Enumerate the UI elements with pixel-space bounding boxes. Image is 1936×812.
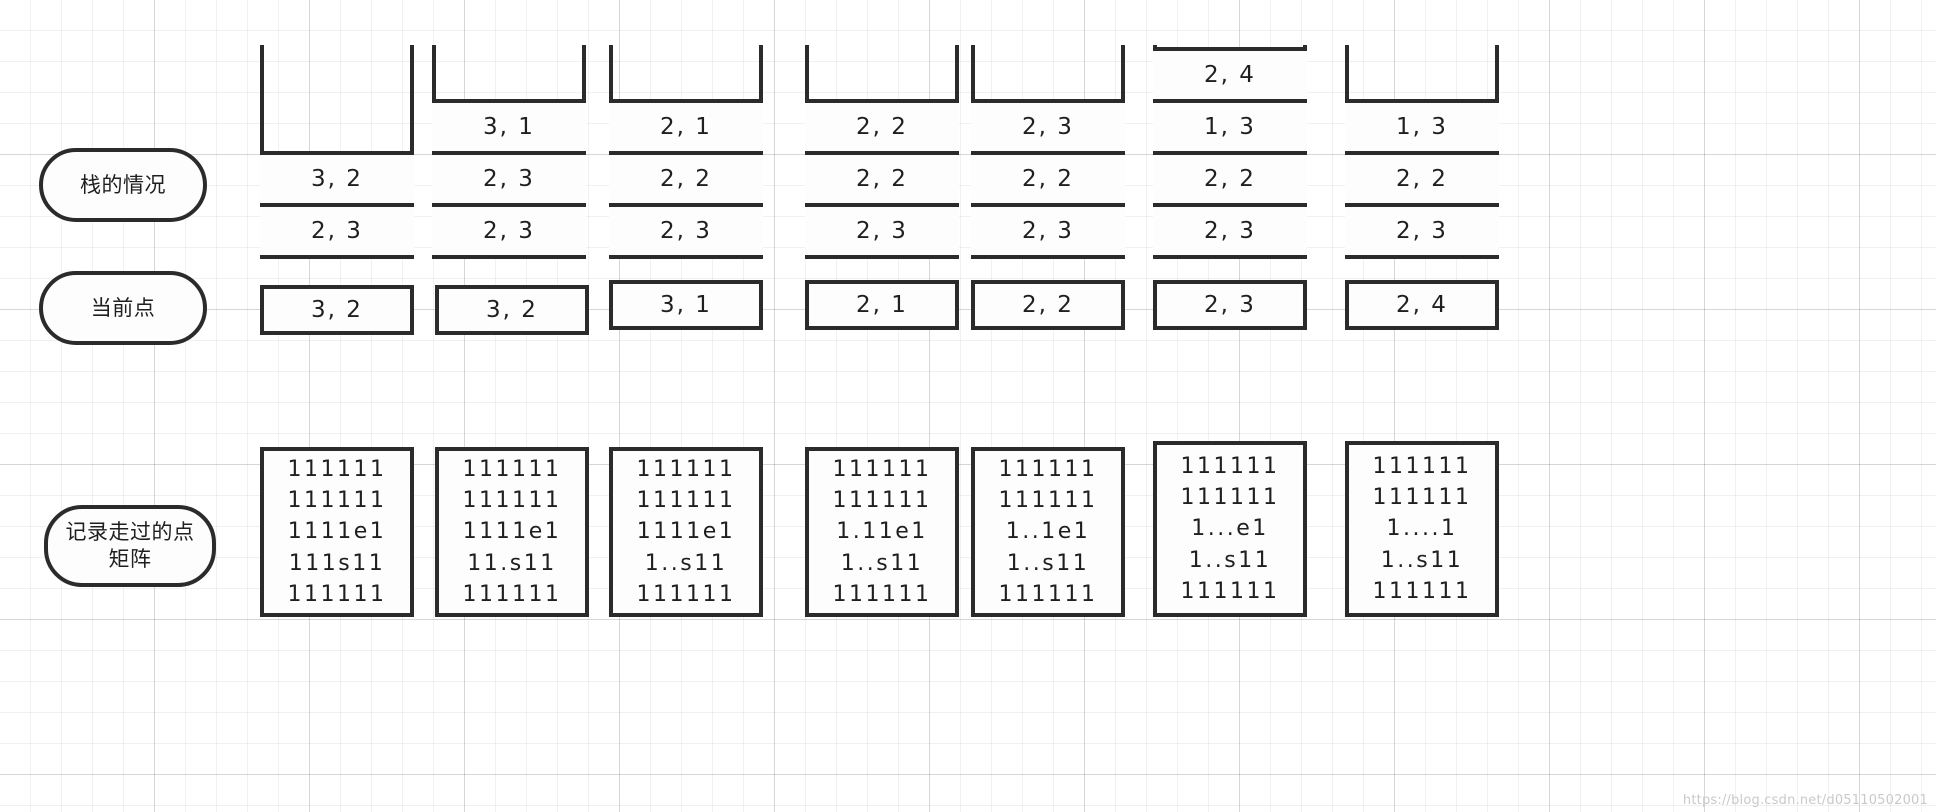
matrix-row: 111111 [287, 456, 387, 482]
stack-cell: 3, 2 [260, 151, 414, 203]
stack-cells: 3, 2 2, 3 [260, 151, 414, 259]
stack-cell: 2, 2 [971, 151, 1125, 203]
matrix-rows: 111111 111111 1111e1 111s11 111111 [288, 454, 387, 610]
matrix-row: 1....1 [1386, 516, 1458, 542]
stack-cell: 2, 2 [805, 151, 959, 203]
stack-cell: 1, 3 [1345, 99, 1499, 151]
matrix-row: 1..s11 [840, 550, 924, 576]
matrix-row: 111111 [1372, 485, 1472, 511]
stack-cell: 2, 2 [805, 99, 959, 151]
stack-column-3: 2, 1 2, 2 2, 3 [609, 45, 763, 259]
matrix-row: 111111 [462, 456, 562, 482]
stack-column-4: 2, 2 2, 2 2, 3 [805, 45, 959, 259]
matrix-row: 111111 [998, 581, 1098, 607]
stack-cell: 2, 3 [432, 203, 586, 259]
stack-column-7: 1, 3 2, 2 2, 3 [1345, 45, 1499, 259]
matrix-row: 111111 [287, 488, 387, 514]
label-current-point-text: 当前点 [90, 295, 156, 320]
matrix-row: 111111 [287, 581, 387, 607]
stack-column-2: 3, 1 2, 3 2, 3 [432, 45, 586, 259]
matrix-row: 111111 [1180, 453, 1280, 479]
matrix-rows: 111111 111111 1....1 1..s11 111111 [1373, 451, 1472, 607]
matrix-rows: 111111 111111 1111e1 11.s11 111111 [463, 454, 562, 610]
stack-cells: 2, 3 2, 2 2, 3 [971, 99, 1125, 259]
matrix-row: 111111 [998, 456, 1098, 482]
matrix-rows: 111111 111111 1...e1 1..s11 111111 [1181, 451, 1280, 607]
matrix-row: 111111 [1180, 485, 1280, 511]
matrix-row: 111111 [1180, 578, 1280, 604]
matrix-box-2: 111111 111111 1111e1 11.s11 111111 [435, 447, 589, 617]
matrix-row: 111111 [832, 456, 932, 482]
stack-cell: 2, 2 [1345, 151, 1499, 203]
current-point-box-4: 2, 1 [805, 280, 959, 330]
stack-cells: 1, 3 2, 2 2, 3 [1345, 99, 1499, 259]
matrix-row: 111s11 [288, 550, 386, 576]
stack-cells: 2, 2 2, 2 2, 3 [805, 99, 959, 259]
matrix-row: 1...e1 [1191, 516, 1269, 542]
matrix-row: 111111 [462, 581, 562, 607]
stack-cell: 2, 2 [1153, 151, 1307, 203]
matrix-rows: 111111 111111 1111e1 1..s11 111111 [637, 454, 736, 610]
matrix-box-3: 111111 111111 1111e1 1..s11 111111 [609, 447, 763, 617]
matrix-row: 111111 [1372, 578, 1472, 604]
stack-cell: 2, 3 [971, 99, 1125, 151]
stack-cell: 2, 3 [609, 203, 763, 259]
matrix-row: 1.11e1 [836, 519, 928, 545]
current-point-box-6: 2, 3 [1153, 280, 1307, 330]
matrix-box-1: 111111 111111 1111e1 111s11 111111 [260, 447, 414, 617]
current-point-box-3: 3, 1 [609, 280, 763, 330]
label-visited-matrix: 记录走过的点 矩阵 [44, 505, 216, 587]
matrix-row: 111111 [636, 456, 736, 482]
stack-cell: 2, 2 [609, 151, 763, 203]
stack-column-6: 2, 4 1, 3 2, 2 2, 3 [1153, 45, 1307, 259]
matrix-row: 1..s11 [1380, 547, 1464, 573]
stack-column-5: 2, 3 2, 2 2, 3 [971, 45, 1125, 259]
matrix-row: 111111 [636, 581, 736, 607]
matrix-row: 111111 [832, 488, 932, 514]
matrix-row: 1111e1 [462, 519, 562, 545]
current-point-box-2: 3, 2 [435, 285, 589, 335]
matrix-row: 1..s11 [644, 550, 728, 576]
current-point-box-7: 2, 4 [1345, 280, 1499, 330]
stack-cells: 3, 1 2, 3 2, 3 [432, 99, 586, 259]
stack-cell: 2, 3 [1345, 203, 1499, 259]
matrix-box-6: 111111 111111 1...e1 1..s11 111111 [1153, 441, 1307, 617]
matrix-row: 11.s11 [467, 550, 557, 576]
stack-cell: 1, 3 [1153, 99, 1307, 151]
matrix-row: 111111 [1372, 453, 1472, 479]
matrix-row: 111111 [636, 488, 736, 514]
matrix-row: 111111 [462, 488, 562, 514]
stack-cells: 2, 1 2, 2 2, 3 [609, 99, 763, 259]
stack-cell: 2, 1 [609, 99, 763, 151]
label-stack-state: 栈的情况 [39, 148, 207, 222]
stack-cell: 3, 1 [432, 99, 586, 151]
label-stack-state-text: 栈的情况 [80, 172, 166, 197]
current-point-box-5: 2, 2 [971, 280, 1125, 330]
matrix-box-5: 111111 111111 1..1e1 1..s11 111111 [971, 447, 1125, 617]
stack-cell: 2, 4 [1153, 47, 1307, 99]
matrix-rows: 111111 111111 1..1e1 1..s11 111111 [999, 454, 1098, 610]
current-point-box-1: 3, 2 [260, 285, 414, 335]
watermark: https://blog.csdn.net/d05110502001 [1682, 793, 1928, 808]
stack-column-1: 3, 2 2, 3 [260, 45, 414, 259]
matrix-row: 1..s11 [1188, 547, 1272, 573]
matrix-row: 1111e1 [636, 519, 736, 545]
matrix-row: 111111 [998, 488, 1098, 514]
label-current-point: 当前点 [39, 271, 207, 345]
label-visited-matrix-line1: 记录走过的点 [65, 520, 195, 545]
stack-cell: 2, 3 [260, 203, 414, 259]
matrix-row: 111111 [832, 581, 932, 607]
matrix-row: 1..s11 [1006, 550, 1090, 576]
label-visited-matrix-line2: 矩阵 [108, 547, 152, 571]
matrix-row: 1..1e1 [1005, 519, 1091, 545]
stack-cell: 2, 3 [1153, 203, 1307, 259]
stack-cell: 2, 3 [805, 203, 959, 259]
matrix-rows: 111111 111111 1.11e1 1..s11 111111 [833, 454, 932, 610]
stack-cell: 2, 3 [432, 151, 586, 203]
matrix-row: 1111e1 [287, 519, 387, 545]
matrix-box-4: 111111 111111 1.11e1 1..s11 111111 [805, 447, 959, 617]
stack-cells: 2, 4 1, 3 2, 2 2, 3 [1153, 47, 1307, 259]
stack-cell: 2, 3 [971, 203, 1125, 259]
matrix-box-7: 111111 111111 1....1 1..s11 111111 [1345, 441, 1499, 617]
